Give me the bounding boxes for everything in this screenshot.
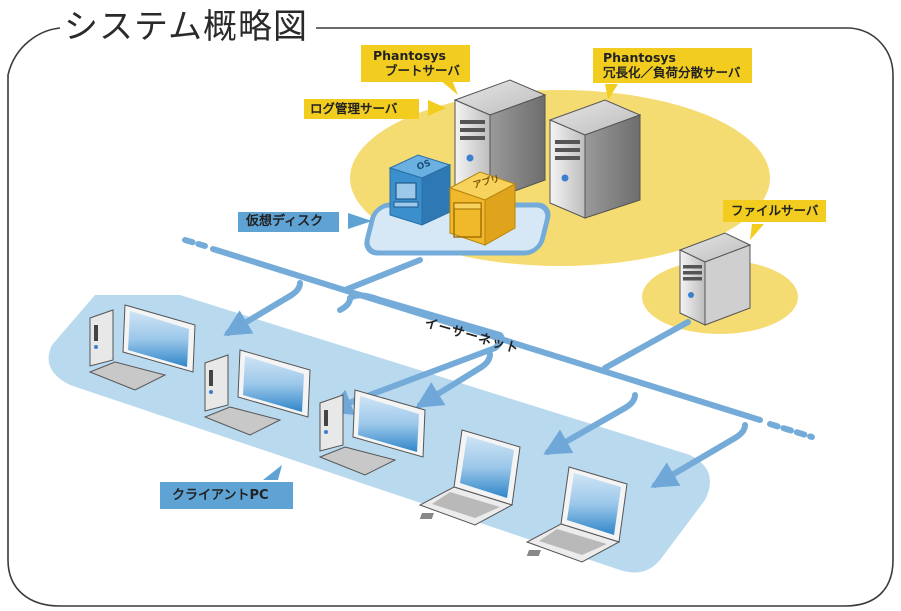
- log-callout-pointer: [428, 100, 446, 116]
- redundant-server-label-line2: 冗長化／負荷分散サーバ: [603, 65, 741, 80]
- page-title: システム概略図: [62, 6, 316, 48]
- boot-server-label: Phantosys ブートサーバ: [361, 45, 470, 82]
- boot-server-label-line2: ブートサーバ: [385, 63, 460, 78]
- vdisk-callout-pointer: [348, 213, 372, 229]
- desktop-pc-2: [203, 349, 311, 436]
- desktop-pc-3: [318, 389, 426, 476]
- file-server: [678, 232, 752, 326]
- file-callout-pointer: [750, 224, 764, 240]
- os-cube: OS: [388, 154, 452, 226]
- redundant-server-label: Phantosys 冗長化／負荷分散サーバ: [593, 48, 753, 83]
- frame-border: [7, 27, 894, 607]
- desktop-pc-1: [88, 304, 196, 391]
- app-cube: アプリ: [448, 171, 517, 246]
- redundant-callout-pointer: [605, 84, 618, 100]
- virtual-disk-label: 仮想ディスク: [238, 212, 340, 232]
- client-pc-label: クライアントPC: [160, 482, 293, 509]
- boot-callout-pointer: [440, 80, 458, 95]
- ethernet-backbone: [182, 237, 815, 488]
- log-server-label: ログ管理サーバ: [304, 99, 420, 119]
- laptop-pc-2: [525, 466, 628, 563]
- laptop-pc-1: [418, 429, 521, 526]
- redundant-server: [548, 99, 642, 219]
- boot-server-label-line1: Phantosys: [373, 48, 446, 63]
- client-callout-pointer: [263, 465, 282, 480]
- redundant-server-label-line1: Phantosys: [603, 50, 676, 65]
- os-cube-label: OS: [416, 159, 433, 173]
- file-server-label: ファイルサーバ: [723, 200, 827, 222]
